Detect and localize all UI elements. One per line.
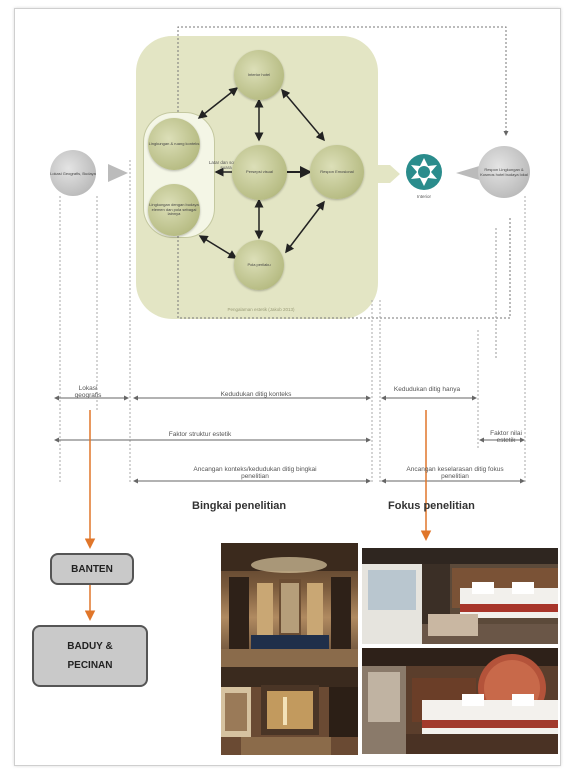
- gray-left-pointer: [108, 164, 128, 182]
- label-kedudukan-hanya: Kedudukan ditig hanya: [393, 386, 461, 393]
- visual-perception-node: Persepsi visual: [232, 145, 287, 200]
- interior-hotel-node: Interior hotel: [234, 50, 284, 100]
- lobby-photo: [221, 543, 358, 667]
- corridor-photo-image: [221, 667, 358, 755]
- label-lokasi: Lokasi geografis: [74, 385, 102, 400]
- geographic-location-label: Lokasi Geografis, Budaya: [50, 170, 96, 176]
- behavior-pattern-node: Pola perilaku: [234, 240, 284, 290]
- environment-response-label: Respon Lingkungan & Kosmos hotel budaya …: [480, 167, 528, 177]
- label-keselarasan-fokus: Ancangan keselarasan ditig fokus penelit…: [406, 466, 504, 481]
- emotional-response-node: Respon Emosional: [310, 145, 364, 199]
- pecinan-label: PECINAN: [67, 660, 113, 671]
- panel-output-pointer: [372, 165, 400, 183]
- emotional-response-label: Respon Emosional: [320, 168, 354, 174]
- bedroom-photo-bottom: [362, 648, 558, 754]
- label-keselarasan-bingkai: Ancangan konteks/kedudukan ditig bingkai…: [193, 466, 317, 481]
- geographic-location-node: Lokasi Geografis, Budaya: [50, 150, 96, 196]
- fokus-penelitian-label: Fokus penelitian: [388, 500, 475, 512]
- label-faktor-estetik: Faktor struktur estetik: [168, 431, 232, 438]
- baduy-pecinan-box: BADUY & PECINAN: [32, 625, 148, 687]
- bingkai-penelitian-label: Bingkai penelitian: [192, 500, 287, 512]
- badge-label: Interior: [416, 194, 431, 199]
- banten-label: BANTEN: [71, 563, 113, 575]
- environment-context-label: Lingkungan & ruang konteks: [148, 140, 200, 146]
- panel-source-caption: Pengalaman estetik (Jakob 2013): [227, 307, 295, 312]
- bedroom-photo-top: [362, 548, 558, 644]
- behavior-pattern-label: Pola perilaku: [247, 261, 271, 267]
- culture-element-label: Lingkungan dengan budaya elemen dan pola…: [149, 201, 199, 217]
- environment-response-node: Respon Lingkungan & Kosmos hotel budaya …: [478, 146, 530, 198]
- hotel-interior-badge-icon: [406, 154, 442, 190]
- lobby-photo-image: [221, 543, 358, 667]
- bedroom-photo-top-image: [362, 548, 558, 644]
- banten-box: BANTEN: [50, 553, 134, 585]
- interior-hotel-label: Interior hotel: [247, 71, 271, 77]
- label-faktor-nilai: Faktor nilai estetik: [490, 430, 522, 445]
- bedroom-photo-bottom-image: [362, 648, 558, 754]
- visual-perception-label: Persepsi visual: [246, 169, 273, 175]
- environment-context-node: Lingkungan & ruang konteks: [148, 118, 200, 170]
- label-kedudukan-konteks: Kedudukan ditig konteks: [220, 391, 292, 398]
- corridor-photo: [221, 667, 358, 755]
- culture-element-node: Lingkungan dengan budaya elemen dan pola…: [148, 184, 200, 236]
- baduy-label: BADUY &: [67, 641, 113, 652]
